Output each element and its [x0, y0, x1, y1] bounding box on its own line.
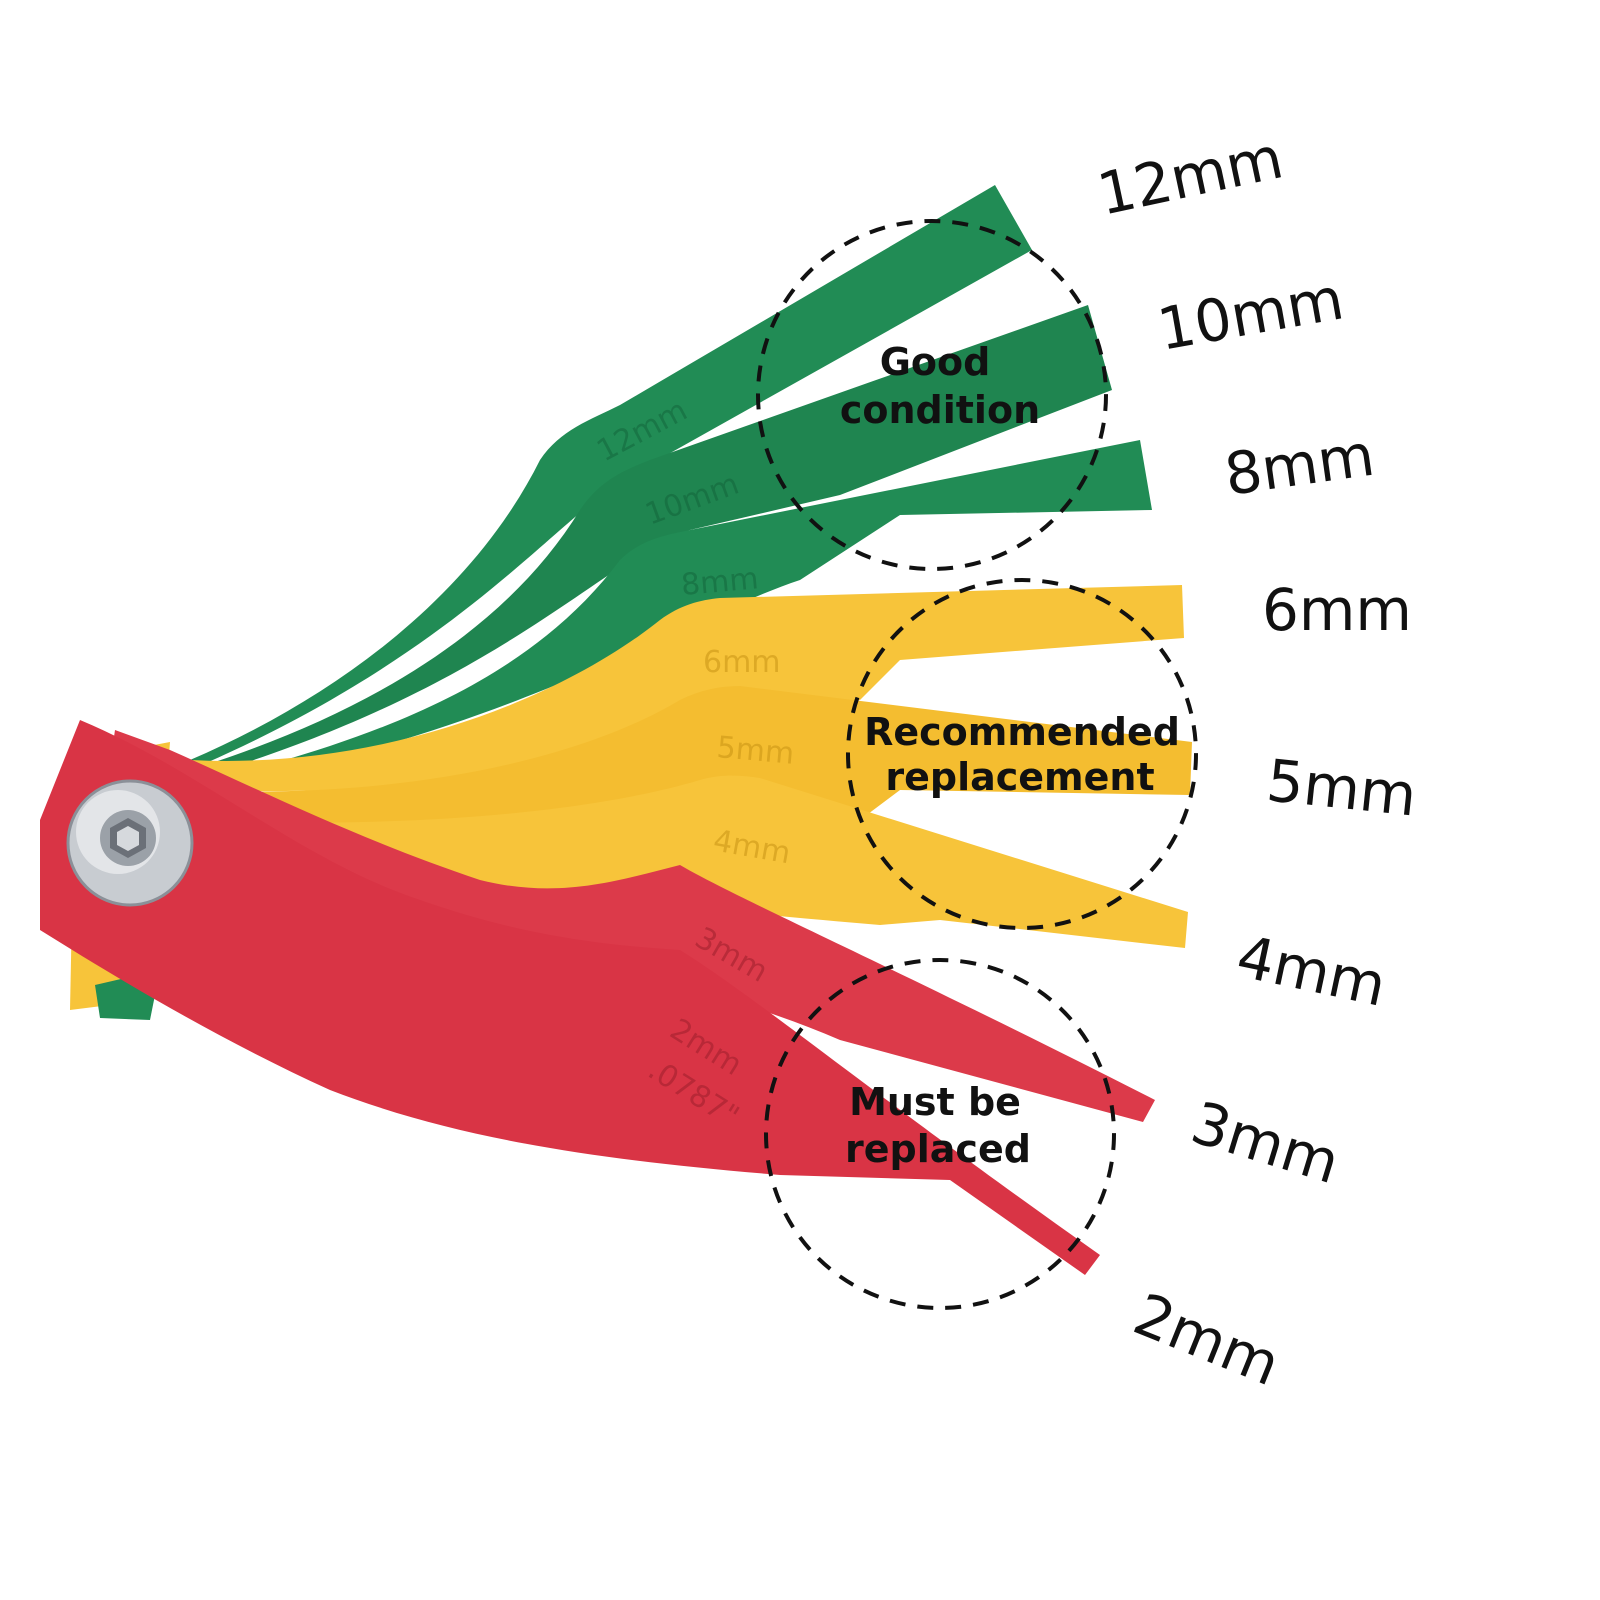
- size-label-2mm: 2mm: [1125, 1280, 1289, 1399]
- yellow-blades: 6mm 5mm 4mm: [190, 585, 1192, 948]
- zone-good-line1: Good: [880, 340, 991, 384]
- zone-must-replace: Must be replaced: [764, 958, 1116, 1310]
- zone-ring-must-replace: [764, 958, 1116, 1310]
- engraving-6mm: 6mm: [703, 645, 781, 680]
- zone-recommended-line2: replacement: [885, 755, 1154, 799]
- zone-ring-recommended: [846, 578, 1198, 930]
- zone-ring-good: [756, 219, 1108, 571]
- engraving-8mm: 8mm: [680, 561, 760, 603]
- size-label-8mm: 8mm: [1220, 421, 1378, 509]
- size-label-4mm: 4mm: [1231, 922, 1392, 1020]
- size-label-6mm: 6mm: [1262, 576, 1412, 644]
- size-label-5mm: 5mm: [1264, 746, 1420, 829]
- blade-6mm: [190, 585, 1184, 792]
- zone-recommended-line1: Recommended: [864, 710, 1180, 754]
- zone-good-line2: condition: [840, 388, 1040, 432]
- blade-4mm: [190, 775, 1188, 948]
- red-blades: 3mm 2mm .0787": [40, 720, 1155, 1275]
- zone-must-replace-line1: Must be: [849, 1080, 1021, 1124]
- size-label-3mm: 3mm: [1184, 1088, 1347, 1197]
- blade-12mm: [190, 185, 1032, 770]
- blade-3mm: [90, 730, 1155, 1122]
- zone-recommended: Recommended replacement: [846, 578, 1198, 930]
- hex-socket-bolt-icon: [66, 779, 194, 907]
- blade-5mm: [190, 686, 1192, 841]
- engraving-5mm: 5mm: [715, 730, 795, 772]
- blade-2mm: [40, 720, 1100, 1275]
- size-label-10mm: 10mm: [1153, 264, 1349, 363]
- zone-must-replace-line2: replaced: [845, 1127, 1031, 1171]
- size-label-12mm: 12mm: [1092, 123, 1289, 228]
- zone-good: Good condition: [756, 219, 1108, 571]
